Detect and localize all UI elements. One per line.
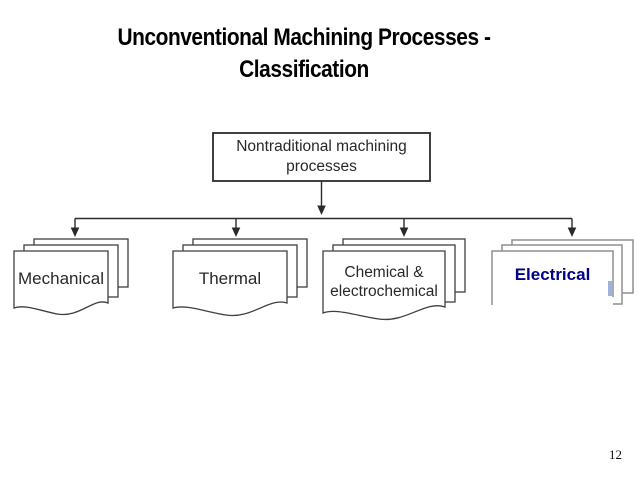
document-stack-chemical: [322, 238, 466, 321]
root-box-shape: [212, 132, 431, 182]
branch-label-mechanical: Mechanical: [18, 269, 104, 288]
document-stack-mechanical: [13, 238, 129, 316]
connector-lines: [74, 181, 573, 229]
branch-label-chemical: Chemical & electrochemical: [330, 264, 438, 300]
root-box-label-line2: processes: [286, 158, 357, 175]
slide-page-number: 12: [609, 447, 622, 462]
slide-title: Unconventional Machining Processes - Cla…: [117, 24, 491, 83]
text-cursor-artifact: [608, 281, 612, 296]
root-box-label: Nontraditional machining processes: [213, 133, 430, 181]
document-stack-thermal: [172, 238, 308, 317]
branch-label-electrical: Electrical: [514, 265, 591, 284]
root-box-label-line1: Nontraditional machining: [236, 138, 407, 155]
branch-label-thermal: Thermal: [198, 269, 262, 288]
arrowhead-icon: [70, 205, 577, 237]
document-stack-electrical: [491, 239, 634, 305]
